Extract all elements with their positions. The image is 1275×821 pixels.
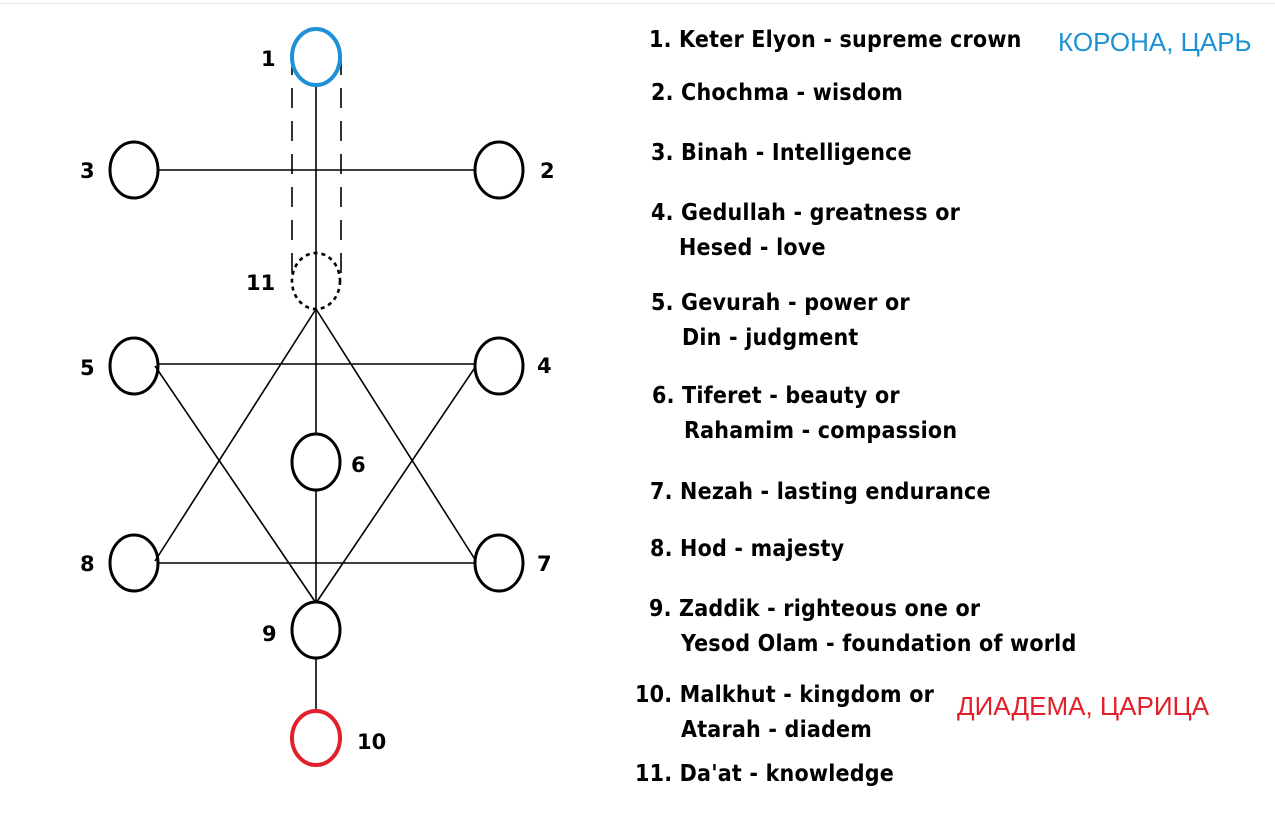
legend-item-4-line-2: Hesed - love [679,235,826,261]
node-8-circle [108,533,160,593]
legend-item-10-line-2: Atarah - diadem [681,717,873,743]
node-10-circle [290,709,342,767]
edge-11-8 [154,308,317,562]
node-1-label: 1 [261,47,276,71]
node-7-circle [473,533,525,593]
edge-11-7 [315,308,477,562]
legend-item-9-line-1: 9. Zaddik - righteous one or [649,596,981,622]
top-border [0,3,1275,4]
legend-item-8: 8. Hod - majesty [650,536,845,562]
legend-item-5-line-2: Din - judgment [682,325,859,351]
node-9-circle [290,600,342,660]
crown-annotation: КОРОНА, ЦАРЬ [1058,27,1252,57]
node-8-label: 8 [80,552,95,576]
edge-4-9 [315,365,477,604]
node-3-label: 3 [80,159,95,183]
legend-item-6-line-2: Rahamim - compassion [684,418,958,444]
node-7-label: 7 [537,552,552,576]
node-5-label: 5 [80,356,95,380]
node-4-circle [473,336,525,396]
node-6-circle [290,432,342,492]
legend-item-3: 3. Binah - Intelligence [651,140,912,166]
node-4-label: 4 [537,354,552,378]
kingdom-annotation: ДИАДЕМА, ЦАРИЦА [957,691,1210,721]
node-2-circle [473,140,525,200]
node-11-circle [290,251,342,311]
legend-item-4-line-1: 4. Gedullah - greatness or [651,200,961,226]
edge-5-9 [154,365,317,604]
node-2-label: 2 [540,159,555,183]
legend-item-2: 2. Chochma - wisdom [651,80,904,106]
legend-item-1: 1. Keter Elyon - supreme crown [649,27,1022,53]
node-3-circle [108,140,160,200]
legend-item-9-line-2: Yesod Olam - foundation of world [681,631,1077,657]
legend-item-5-line-1: 5. Gevurah - power or [651,290,910,316]
sefirot-diagram: 1 3 2 11 5 4 6 8 7 9 10 [80,27,555,767]
legend-item-6-line-1: 6. Tiferet - beauty or [652,383,900,409]
node-6-label: 6 [351,453,366,477]
node-9-label: 9 [262,622,277,646]
legend-item-11: 11. Da'at - knowledge [635,761,894,787]
node-5-circle [108,336,160,396]
legend-item-7: 7. Nezah - lasting endurance [650,479,991,505]
node-1-circle [290,27,342,87]
node-10-label: 10 [357,730,386,754]
node-11-label: 11 [246,271,275,295]
legend-item-10-line-1: 10. Malkhut - kingdom or [635,682,935,708]
